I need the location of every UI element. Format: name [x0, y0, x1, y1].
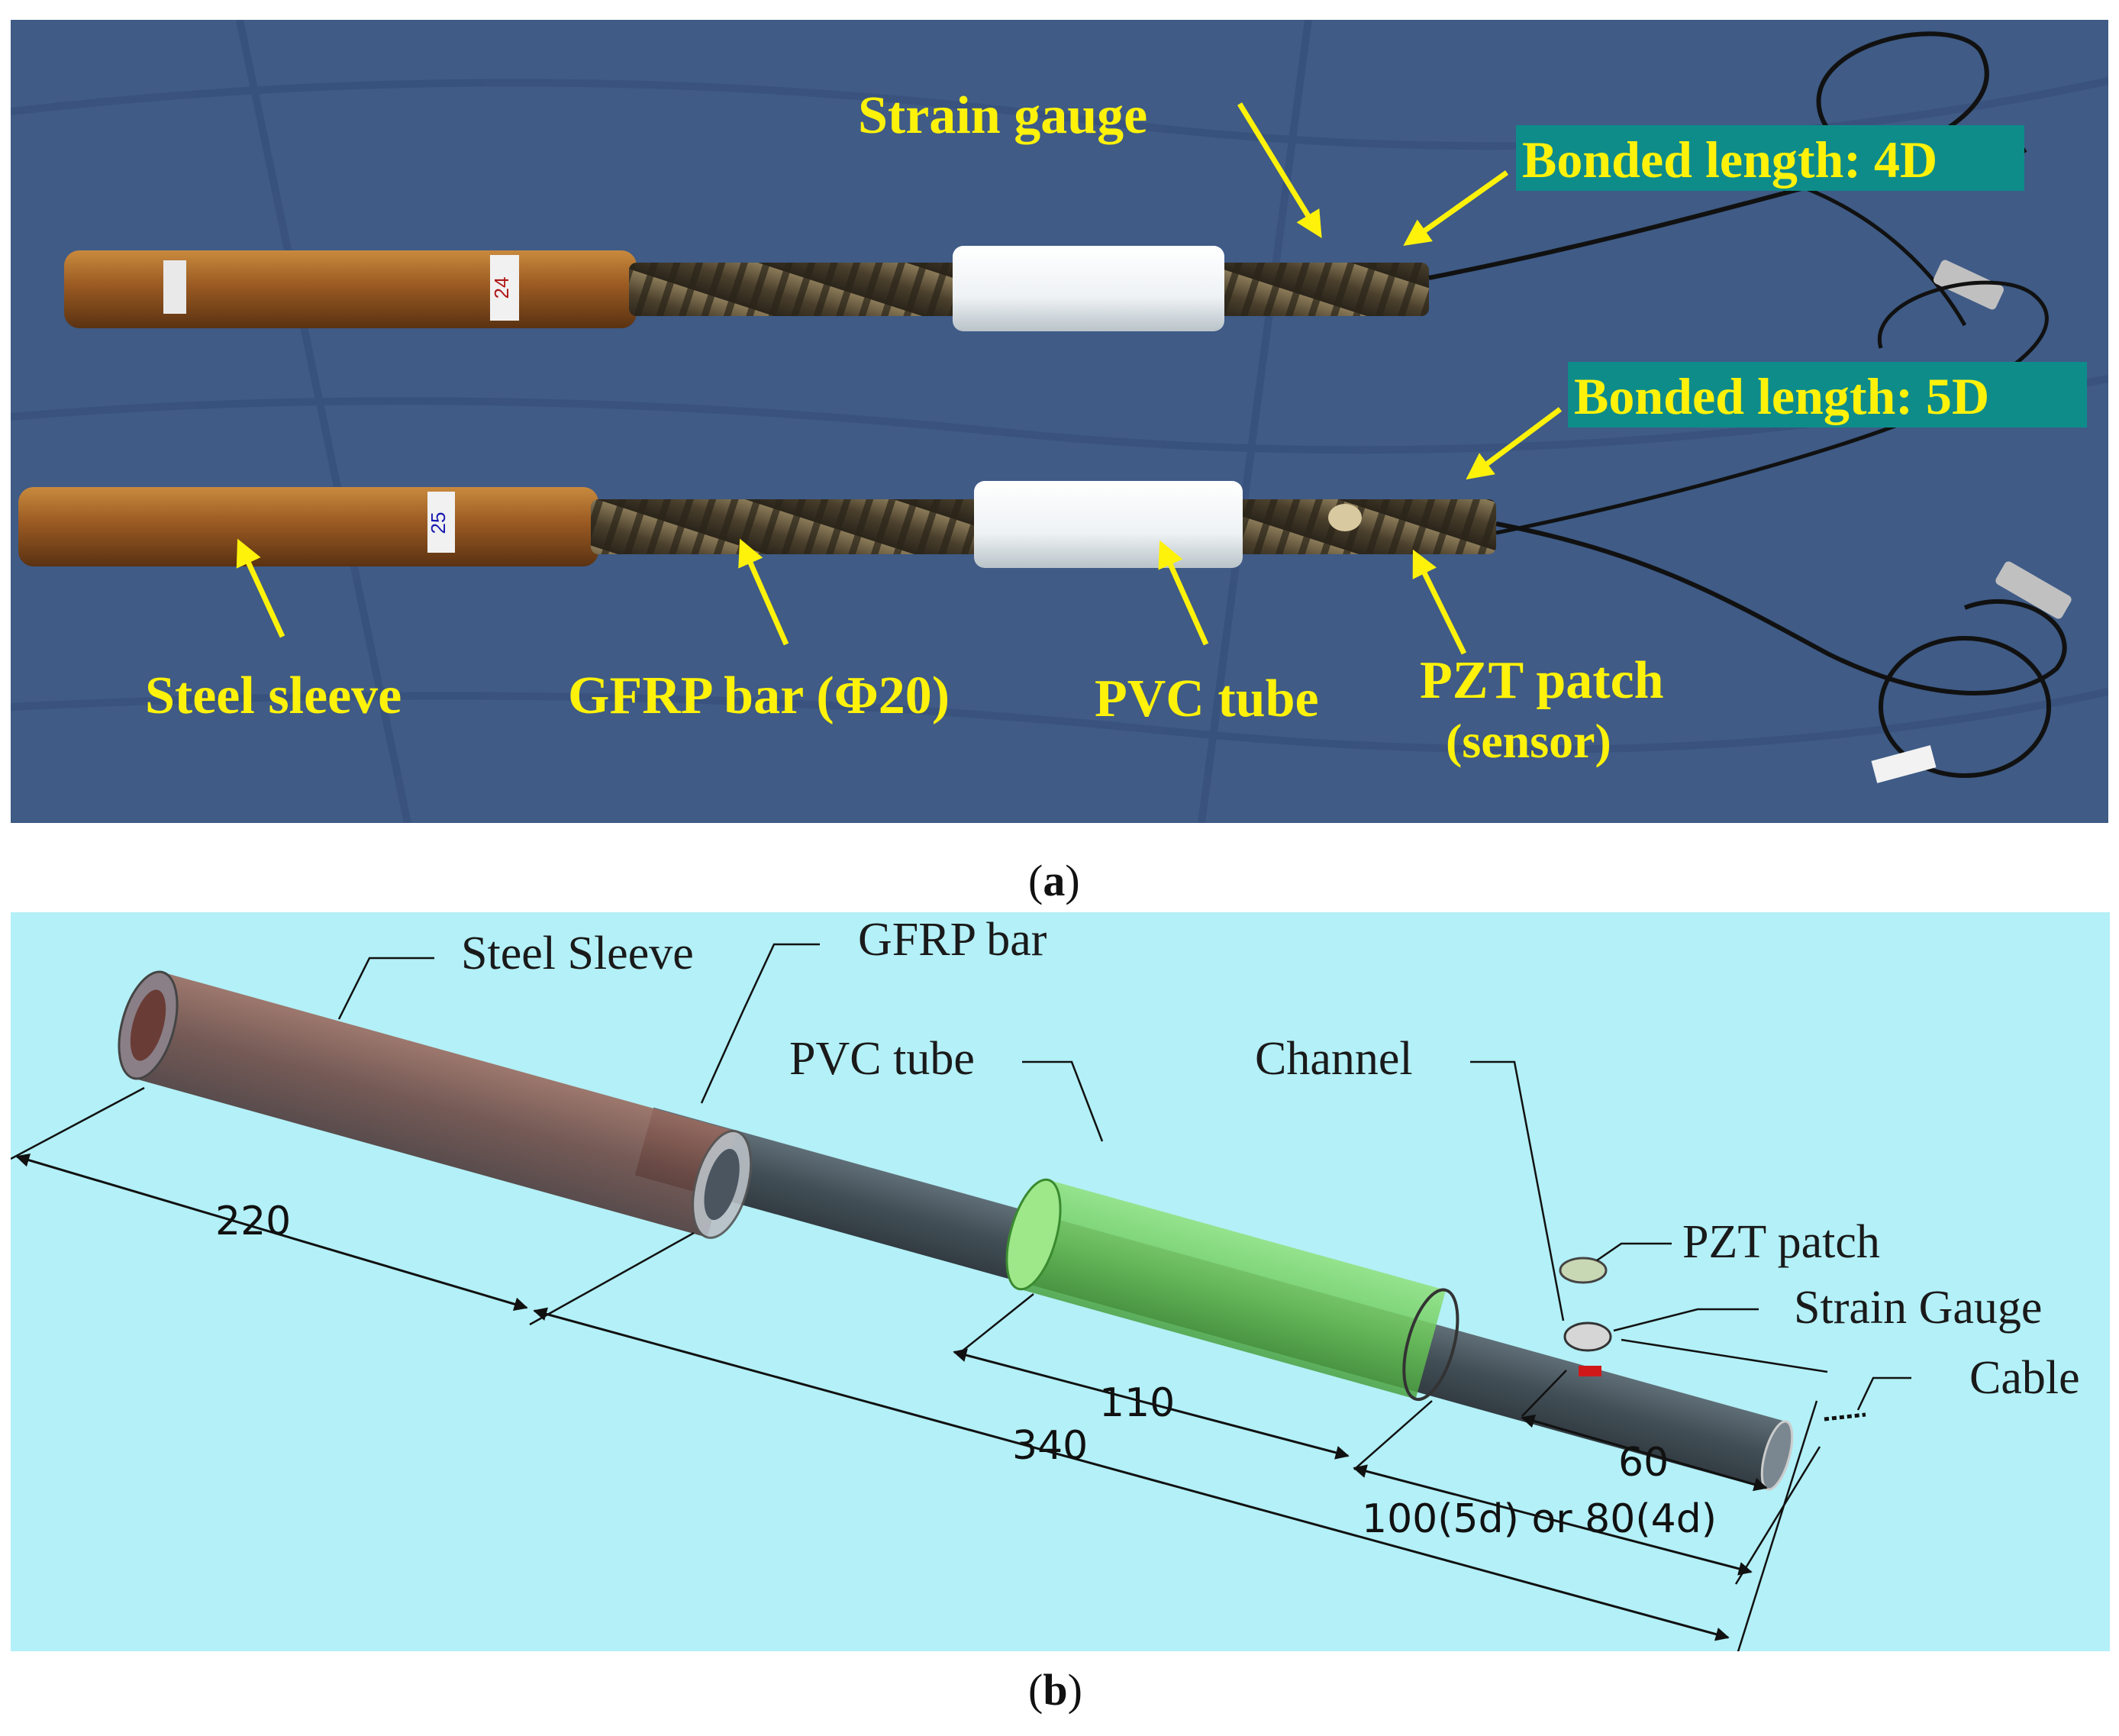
label-pzt-patch: PZT patch: [1682, 1216, 1880, 1268]
label-sensor: (sensor): [1446, 714, 1611, 768]
specimen-top: 24: [64, 31, 2027, 331]
label-gfrp-bar: GFRP bar: [858, 914, 1047, 966]
tag-24: 24: [490, 277, 513, 299]
label-cable: Cable: [1969, 1352, 2080, 1404]
dim-line-340: [533, 1307, 1730, 1641]
label-strain-gauge: Strain Gauge: [1794, 1282, 2042, 1334]
bonded-4d-box: [1516, 125, 2024, 191]
schematic-drawing: Steel Sleeve GFRP bar PVC tube Channel P…: [11, 914, 2080, 1651]
steel-sleeve-bottom: [18, 487, 598, 566]
dim-220: 220: [215, 1199, 291, 1244]
dim-340: 340: [1012, 1423, 1088, 1469]
label-pvc-tube: PVC tube: [789, 1033, 975, 1085]
dim-60: 60: [1618, 1440, 1669, 1486]
tag-25: 25: [427, 512, 450, 534]
arrow-strain-gauge: [1237, 102, 1322, 238]
cable-bottom: [1495, 521, 2067, 695]
steel-sleeve-3d: [118, 970, 753, 1239]
label-pvc-tube: PVC tube: [1095, 670, 1319, 728]
channel-hole: [1563, 1321, 1612, 1352]
dim-line-220: [15, 1153, 528, 1312]
arrow-pvc-tube: [1158, 540, 1209, 646]
dim-line-110: [953, 1348, 1350, 1460]
arrow-steel-sleeve: [236, 538, 285, 638]
arrow-bonded-5d: [1466, 407, 1563, 480]
photo-arrows: [236, 102, 1563, 655]
tag-24-bg: [490, 255, 519, 321]
label-steel-sleeve: Steel Sleeve: [461, 928, 694, 979]
dim-110: 110: [1099, 1380, 1175, 1426]
pvc-tube-top: [953, 246, 1224, 331]
caption-b: (b): [1028, 1665, 1082, 1715]
label-steel-sleeve: Steel sleeve: [145, 666, 402, 725]
panel-b-schematic: Steel Sleeve GFRP bar PVC tube Channel P…: [11, 912, 2110, 1651]
steel-sleeve-top: [64, 250, 637, 328]
dim-bonded: 100(5d) or 80(4d): [1362, 1496, 1717, 1542]
pzt-patch-bump: [1328, 504, 1362, 531]
bonded-5d-box: [1568, 362, 2087, 428]
photo-drawing: 24 25: [11, 20, 2108, 823]
connector-bottom: [1995, 561, 2072, 619]
label-channel: Channel: [1255, 1033, 1413, 1085]
label-gfrp-bar: GFRP bar (Φ20): [568, 666, 950, 725]
strain-gauge-element: [1579, 1366, 1601, 1376]
label-bonded-4d: Bonded length: 4D: [1522, 131, 1937, 189]
label-bonded-5d: Bonded length: 5D: [1574, 367, 1989, 425]
tag-25-bg: [427, 492, 455, 553]
pzt-patch-disc: [1559, 1257, 1608, 1284]
arrow-pzt-patch: [1412, 549, 1467, 655]
label-pzt-patch: PZT patch: [1420, 651, 1664, 710]
pvc-tube-3d: [1005, 1178, 1459, 1402]
label-strain-gauge: Strain gauge: [858, 86, 1147, 145]
specimen-bottom: 25: [18, 280, 2072, 783]
arrow-bonded-4d: [1403, 170, 1509, 247]
panel-a-photo: 24 25: [11, 20, 2108, 823]
dimension-lines: [15, 1153, 1768, 1641]
cable-wire: [1824, 1412, 1866, 1421]
arrow-gfrp-bar: [738, 538, 789, 646]
dim-line-bonded: [1353, 1464, 1753, 1576]
pvc-tube-bottom: [974, 481, 1243, 568]
caption-a: (a): [1028, 856, 1080, 905]
